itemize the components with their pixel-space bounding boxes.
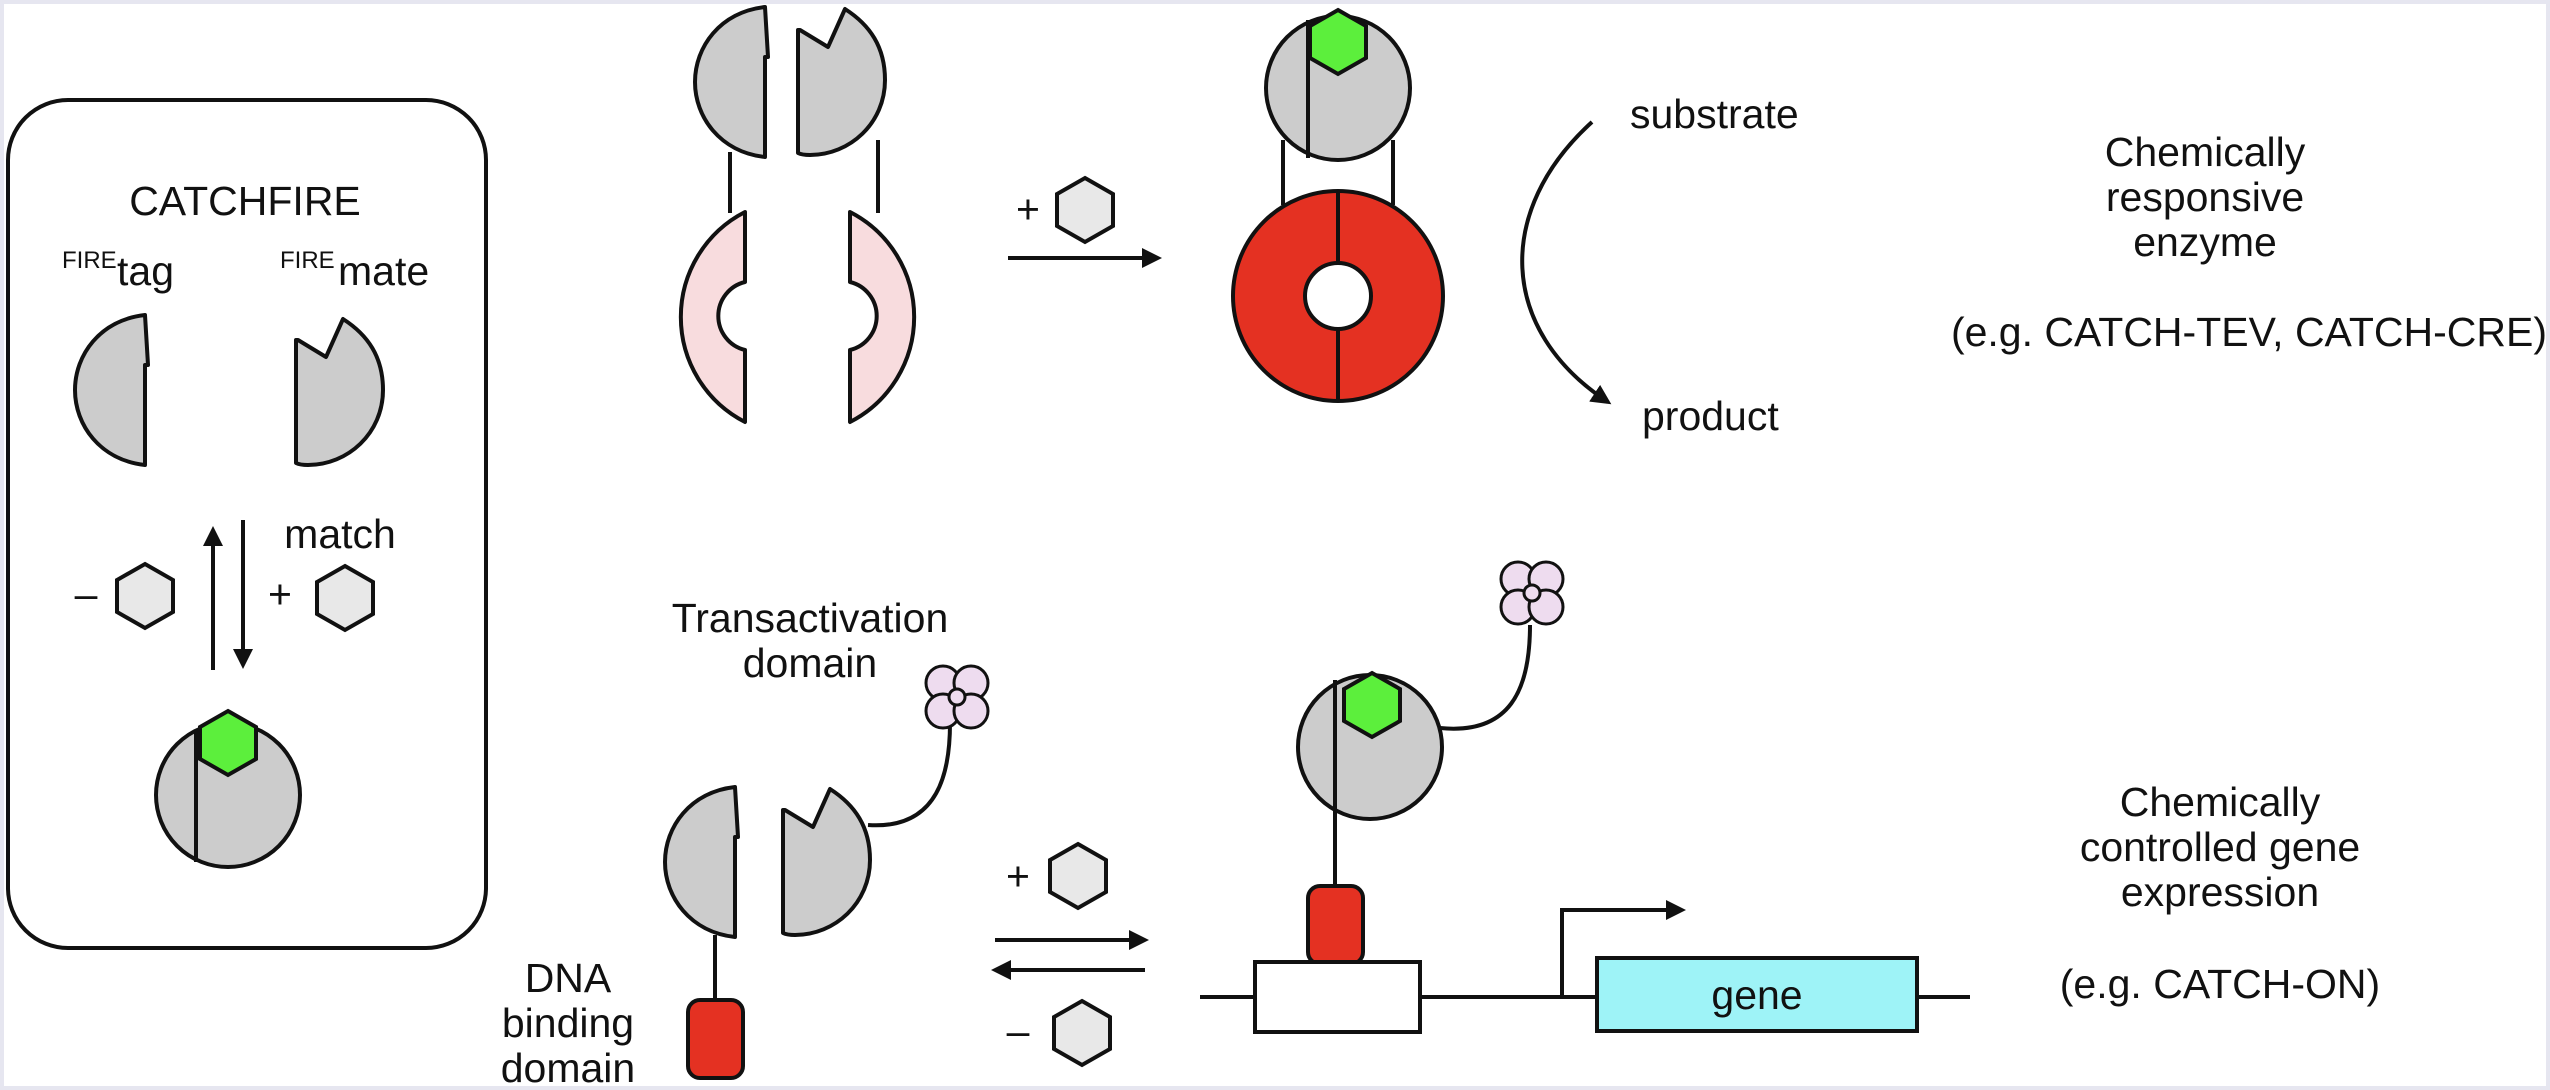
enzyme-description-line-1: Chemically xyxy=(2105,129,2306,175)
catchfire-complex xyxy=(154,709,302,869)
enzyme-left-half xyxy=(678,210,747,424)
hexagon-ligand-icon xyxy=(315,564,375,632)
operator-box xyxy=(1253,960,1422,1034)
dna-binding-domain-bound xyxy=(1306,884,1365,966)
clover-transactivation-icon xyxy=(924,664,990,730)
firemate-label: FIRE mate xyxy=(280,247,429,294)
gene-box xyxy=(1595,956,1919,1033)
enzyme-description-line-3: enzyme xyxy=(2133,219,2277,265)
gene-minus-sign: – xyxy=(1007,1008,1030,1054)
enzyme-example: (e.g. CATCH-TEV, CATCH-CRE) xyxy=(1951,309,2547,355)
firetag-label: FIRE tag xyxy=(62,247,174,294)
firemate-text: mate xyxy=(338,248,429,294)
gene-description-line-3: expression xyxy=(2121,869,2319,915)
firetag-text: tag xyxy=(117,248,174,294)
hexagon-ligand-icon xyxy=(115,562,175,630)
product-label: product xyxy=(1642,393,1779,439)
dna-binding-domain-shape xyxy=(686,998,745,1080)
hexagon-ligand-bound-icon xyxy=(1308,8,1368,76)
dna-binding-label-line-1: DNA xyxy=(525,955,612,1001)
hexagon-ligand-bound-icon xyxy=(198,709,258,777)
firetag-superscript: FIRE xyxy=(62,247,117,274)
hexagon-ligand-bound-icon xyxy=(1342,671,1402,739)
hexagon-ligand-icon xyxy=(1055,176,1115,244)
enzyme-row: + substrate product Chemically responsiv… xyxy=(678,5,2547,439)
promoter-arrow-icon xyxy=(1560,900,1686,997)
enzyme-right-half xyxy=(848,210,917,424)
enzyme-plus-sign: + xyxy=(1016,186,1040,232)
plus-sign: + xyxy=(268,571,292,617)
gene-row: Transactivation domain DNA binding domai… xyxy=(501,560,2380,1090)
substrate-label: substrate xyxy=(1630,91,1799,137)
dna-binding-label-line-2: binding xyxy=(502,1000,634,1046)
hexagon-ligand-icon xyxy=(1048,842,1108,910)
gene-description-line-1: Chemically xyxy=(2120,779,2321,825)
match-label: match xyxy=(284,511,396,557)
gene-example: (e.g. CATCH-ON) xyxy=(2060,961,2380,1007)
gene-label: gene xyxy=(1711,972,1802,1018)
enzyme-description-line-2: responsive xyxy=(2106,174,2304,220)
clover-transactivation-icon xyxy=(1499,560,1565,626)
dna-binding-label-line-3: domain xyxy=(501,1045,635,1090)
catchfire-title: CATCHFIRE xyxy=(129,178,361,224)
hexagon-ligand-icon xyxy=(1052,999,1112,1067)
firemate-superscript: FIRE xyxy=(280,247,335,274)
minus-sign: – xyxy=(75,571,98,617)
transactivation-label-line-1: Transactivation xyxy=(672,595,949,641)
gene-description-line-2: controlled gene xyxy=(2080,824,2360,870)
catchfire-panel: CATCHFIRE FIRE tag FIRE mate match – + xyxy=(6,98,488,950)
transactivation-label-line-2: domain xyxy=(743,640,877,686)
catchfire-box xyxy=(6,98,488,950)
catalysis-arrow xyxy=(1520,120,1612,405)
gene-plus-sign: + xyxy=(1006,853,1030,899)
